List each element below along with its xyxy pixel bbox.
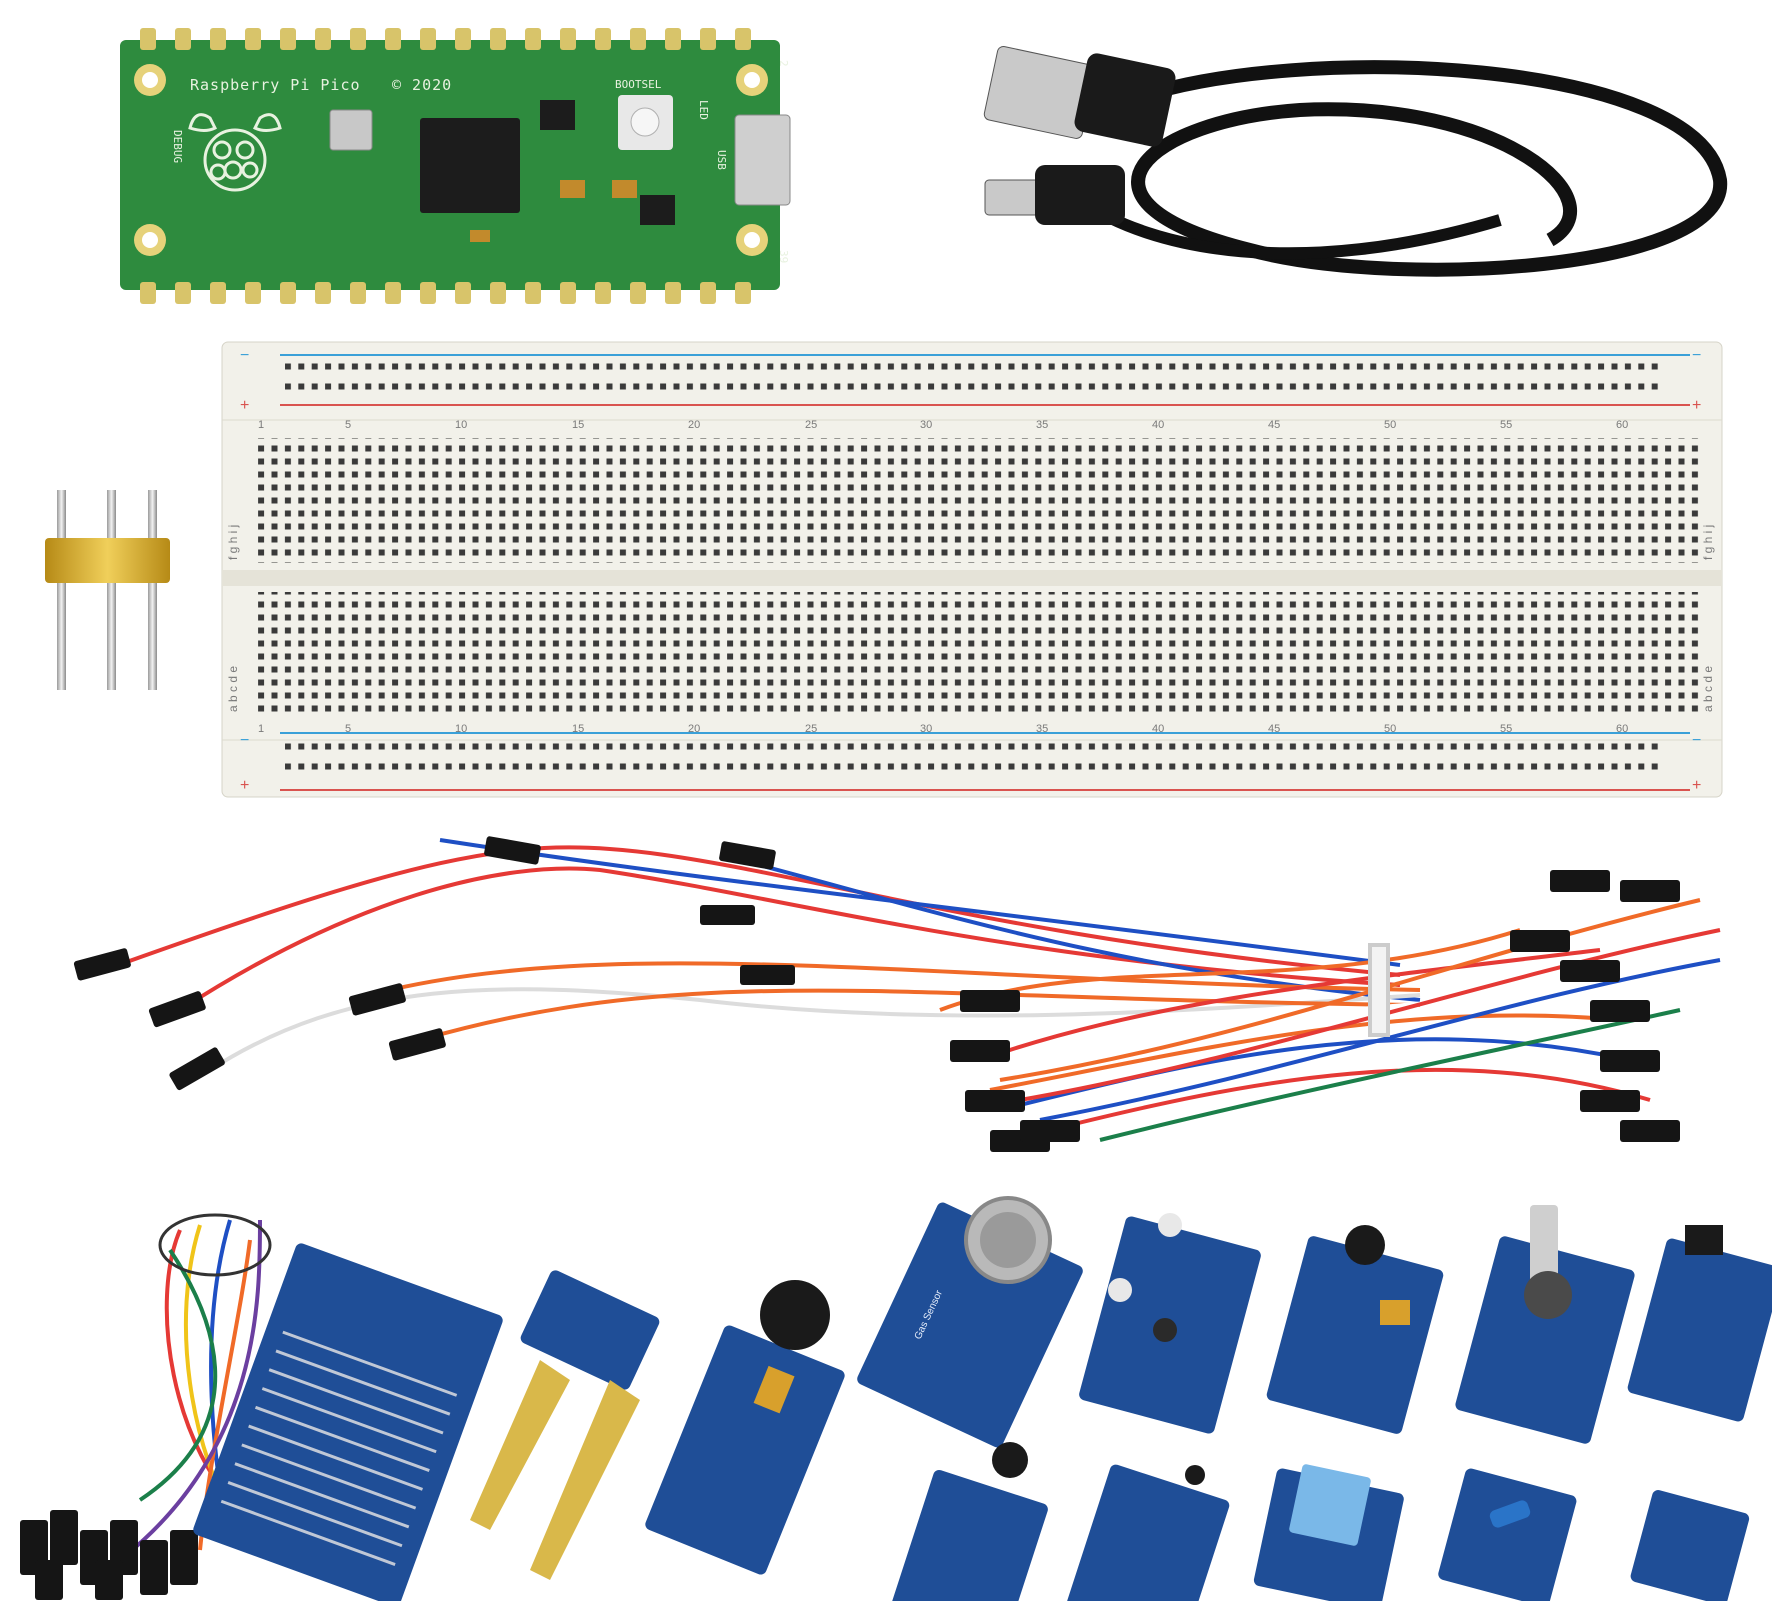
breadboard-bottom-rail: − + − + — [240, 732, 1701, 794]
pico-copyright: © 2020 — [392, 76, 452, 94]
bottom-block-letters-right: a b c d e — [1701, 666, 1715, 712]
breadboard-top-rail: − + − + — [240, 347, 1701, 414]
bottom-rail-minus-left: − — [240, 732, 249, 749]
col-num: 5 — [345, 419, 351, 431]
rotary-encoder-module — [1455, 1205, 1635, 1444]
pico-led-label: LED — [697, 100, 710, 120]
pico-pin-39-label: 39 — [777, 250, 790, 263]
small-sensor-module — [1630, 1490, 1750, 1601]
pico-top-pins — [140, 28, 751, 50]
col-num: 40 — [1152, 419, 1164, 431]
jumper-wire-bundle — [89, 838, 1721, 1142]
col-num: 1 — [258, 419, 264, 431]
light-sensor-module — [1067, 1464, 1230, 1601]
top-rail-plus-left: + — [240, 397, 249, 414]
col-num: 60 — [1616, 419, 1628, 431]
col-num: 1 — [258, 723, 264, 735]
col-num: 5 — [345, 723, 351, 735]
pin-header-3pin — [45, 490, 170, 690]
col-num: 30 — [920, 419, 932, 431]
top-block-letters-left: f g h i j — [226, 525, 240, 560]
water-level-sensor — [193, 1243, 503, 1601]
top-rail-minus-right: − — [1692, 347, 1701, 364]
bottom-rail-minus-right: − — [1692, 732, 1701, 749]
bottom-block-letters-left: a b c d e — [226, 666, 240, 712]
infrared-receiver-module — [1627, 1225, 1772, 1422]
top-block-letters-right: f g h i j — [1701, 525, 1715, 560]
pico-debug-label: DEBUG — [171, 130, 184, 163]
col-num: 15 — [572, 419, 584, 431]
rp2040-chip — [420, 118, 520, 213]
pico-board-name: Raspberry Pi Pico — [190, 76, 361, 94]
bottom-rail-plus-left: + — [240, 777, 249, 794]
tilt-switch-module — [1438, 1468, 1577, 1601]
flame-sensor-module — [887, 1442, 1048, 1601]
microphone-sensor-module — [1266, 1225, 1444, 1434]
col-num: 35 — [1036, 419, 1048, 431]
raspberry-logo-icon — [188, 113, 282, 192]
col-num: 55 — [1500, 419, 1512, 431]
micro-usb-port — [734, 114, 791, 206]
dht11-sensor-module — [1253, 1464, 1404, 1601]
usb-cable — [983, 46, 1728, 277]
bottom-rail-plus-right: + — [1692, 777, 1701, 794]
micro-usb-connector — [984, 179, 1041, 216]
ir-sensor-module — [1079, 1213, 1261, 1434]
regulator-chip — [640, 195, 675, 225]
buzzer-sensor-module — [645, 1280, 845, 1575]
breadboard: − + − + f g h i j f g h i j 1 5 10 15 20… — [221, 341, 1723, 798]
col-num: 25 — [805, 419, 817, 431]
pico-usb-label: USB — [715, 150, 728, 170]
pico-pin-2-label: 2 — [777, 60, 790, 67]
raspberry-pi-pico-board: Raspberry Pi Pico © 2020 BOOTSEL LED USB… — [120, 28, 791, 304]
col-num: 20 — [688, 419, 700, 431]
pico-bottom-pins — [140, 282, 751, 304]
dupont-connectors — [20, 1510, 198, 1600]
col-num: 50 — [1384, 419, 1396, 431]
top-rail-plus-right: + — [1692, 397, 1701, 414]
flash-chip — [540, 100, 575, 130]
col-num: 10 — [455, 419, 467, 431]
top-column-numbers: 1 5 10 15 20 25 30 35 40 45 50 55 60 — [258, 419, 1628, 431]
soil-moisture-sensor — [470, 1270, 660, 1580]
gas-sensor-module: Gas Sensor — [857, 1196, 1083, 1448]
col-num: 45 — [1268, 419, 1280, 431]
top-rail-minus-left: − — [240, 347, 249, 364]
jumper-wire-connectors — [73, 836, 1680, 1152]
crystal — [329, 109, 373, 151]
pico-bootsel-label: BOOTSEL — [615, 78, 662, 91]
